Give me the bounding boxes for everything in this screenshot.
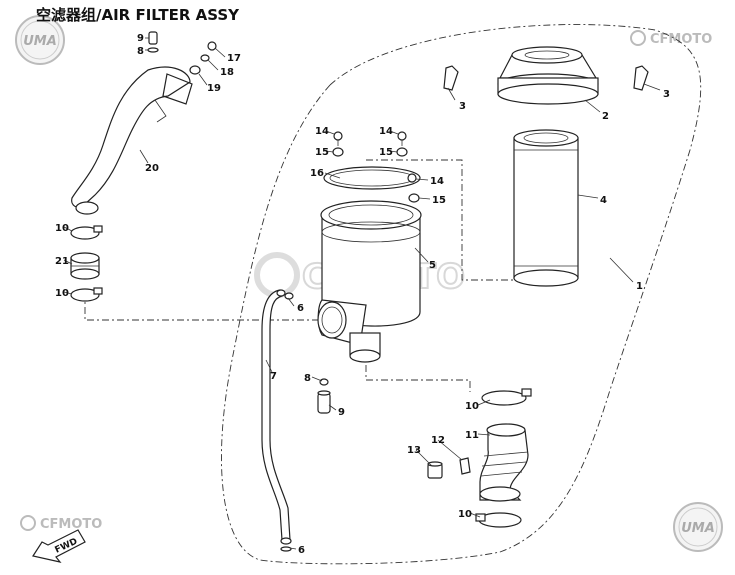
callout-numbers: 1 2 3 3 4 5 6 6 7 8 8 9 9 10 10 10 10 11… <box>55 33 670 556</box>
connector-line-hose <box>84 292 318 321</box>
svg-text:UMA: UMA <box>23 34 57 49</box>
plug-9-top <box>147 31 159 53</box>
clamp-10-right-lower <box>475 512 522 528</box>
clip-3-left <box>443 65 459 91</box>
callout-leaders <box>63 37 661 550</box>
assembly-boundary <box>221 24 702 565</box>
callout-6-upper: 6 <box>297 303 304 314</box>
callout-4: 4 <box>600 195 607 206</box>
callout-13: 13 <box>407 445 421 456</box>
callout-9-upper: 9 <box>137 33 144 44</box>
clip-8-lower <box>319 378 329 386</box>
clip-3-right <box>633 65 649 91</box>
connector-line-filter <box>366 159 515 281</box>
diagram-title: 空滤器组/AIR FILTER ASSY <box>36 6 239 24</box>
callout-10-right-lower: 10 <box>458 509 472 520</box>
cfmoto-logo-bottom-left: CFMOTO <box>20 515 102 532</box>
callout-11: 11 <box>465 430 479 441</box>
callout-8-lower: 8 <box>304 373 311 384</box>
callout-19: 19 <box>207 83 221 94</box>
callout-8-upper: 8 <box>137 46 144 57</box>
callout-14-side: 14 <box>430 176 444 187</box>
clip-12 <box>459 457 471 475</box>
callout-10-right-upper: 10 <box>465 401 479 412</box>
screw-14-side <box>407 173 417 183</box>
filter-element-4 <box>513 129 579 287</box>
plug-9-lower <box>317 390 331 414</box>
forward-arrow: FWD <box>32 529 86 563</box>
callout-15-left: 15 <box>315 147 329 158</box>
filter-cover-2 <box>497 46 599 105</box>
gasket-16 <box>323 166 421 190</box>
callout-3-left: 3 <box>459 101 466 112</box>
screw-14-right <box>397 131 407 146</box>
callout-6-lower: 6 <box>298 545 305 556</box>
callout-12: 12 <box>431 435 445 446</box>
callout-15-right: 15 <box>379 147 393 158</box>
callout-16: 16 <box>310 168 324 179</box>
hose-bolt-17 <box>189 41 217 75</box>
clamp-10-left-upper <box>70 225 103 240</box>
clip-6-upper <box>284 292 294 300</box>
screw-14-left <box>333 131 343 146</box>
filter-housing-5 <box>317 200 422 363</box>
callout-20: 20 <box>145 163 159 174</box>
callout-14-right: 14 <box>379 126 393 137</box>
connector-line-outlet <box>365 365 471 392</box>
callout-9-lower: 9 <box>338 407 345 418</box>
uma-logo-bottom-right: UMA <box>673 502 723 552</box>
svg-text:CFMOTO: CFMOTO <box>40 517 102 532</box>
callout-21: 21 <box>55 256 69 267</box>
callout-1: 1 <box>636 281 643 292</box>
nut-15-right <box>396 147 408 157</box>
nut-15-left <box>332 147 344 157</box>
callout-2: 2 <box>602 111 609 122</box>
svg-text:UMA: UMA <box>681 521 715 536</box>
callout-14-left: 14 <box>315 126 329 137</box>
svg-text:CFMOTO: CFMOTO <box>650 32 712 47</box>
callout-10-left-lower: 10 <box>55 288 69 299</box>
sleeve-21 <box>70 252 100 280</box>
callout-3-right: 3 <box>663 89 670 100</box>
clamp-10-right-upper <box>481 388 532 406</box>
callout-10-left-upper: 10 <box>55 223 69 234</box>
plug-13 <box>427 461 443 479</box>
nut-15-side <box>408 193 420 203</box>
callout-15-side: 15 <box>432 195 446 206</box>
outlet-boot-11 <box>479 423 529 502</box>
clamp-10-left-lower <box>70 287 103 302</box>
callout-17: 17 <box>227 53 241 64</box>
uma-logo-top-left: UMA <box>15 15 65 65</box>
clip-6-lower <box>280 546 292 552</box>
callout-7: 7 <box>270 371 277 382</box>
callout-5: 5 <box>429 260 436 271</box>
intake-hose-20 <box>71 66 193 215</box>
drain-hose-7 <box>261 289 292 545</box>
cfmoto-logo-top-right: CFMOTO <box>630 30 712 47</box>
callout-18: 18 <box>220 67 234 78</box>
